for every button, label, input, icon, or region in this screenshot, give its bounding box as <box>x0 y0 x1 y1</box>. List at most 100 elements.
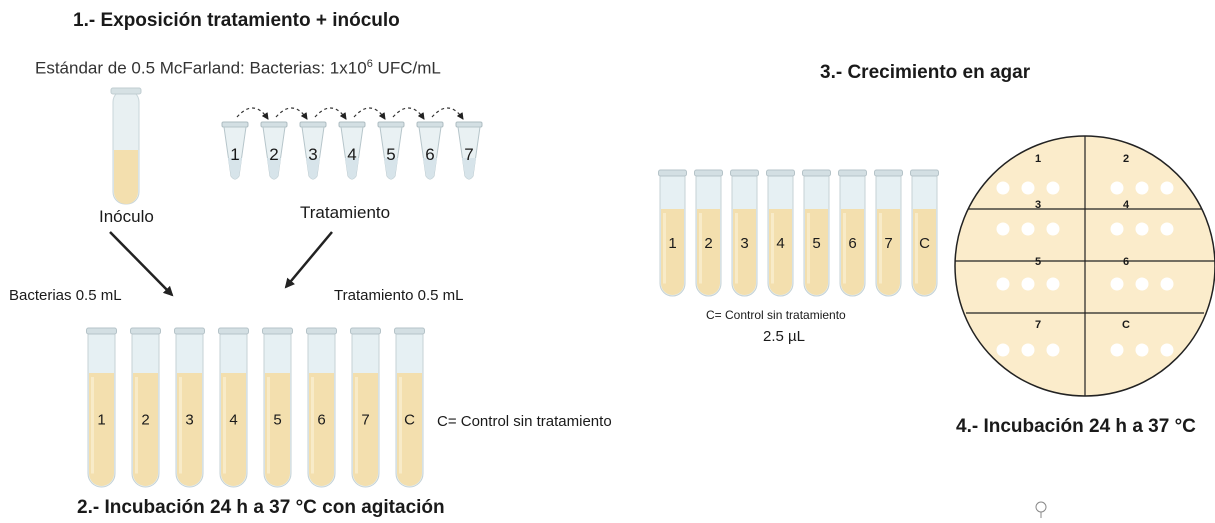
standard-prefix: Estándar de 0.5 McFarland: Bacterias: 1x… <box>35 58 367 78</box>
inoculation-spot <box>1046 222 1060 236</box>
step2-control-note: C= Control sin tratamiento <box>437 413 612 430</box>
step4-title: 4.- Incubación 24 h a 37 °C <box>956 416 1196 437</box>
tratamiento-label: Tratamiento <box>300 203 391 222</box>
dilution-arrow <box>314 107 347 120</box>
tube-label: 1 <box>97 411 105 428</box>
step3-tube-7: 7 <box>874 169 903 297</box>
step3-tube-4: 4 <box>766 169 795 297</box>
step2-tube-6: 6 <box>306 327 337 488</box>
eppendorf-tube-7: 7 <box>455 121 483 180</box>
inoculation-spot <box>1160 343 1174 357</box>
tube-label: 6 <box>848 235 856 252</box>
step2-tube-5: 5 <box>262 327 293 488</box>
step3-tube-1: 1 <box>658 169 687 297</box>
standard-exponent: 6 <box>366 58 373 70</box>
bacterias-volume: Bacterias 0.5 mL <box>9 287 122 304</box>
inoculation-spot <box>1110 222 1124 236</box>
eppendorf-label: 7 <box>464 145 473 164</box>
arrow-tratamiento <box>284 231 333 289</box>
dilution-arrow <box>236 107 269 120</box>
inoculation-spot <box>1110 343 1124 357</box>
inoculation-spot <box>1135 277 1149 291</box>
plate-section-label: C <box>1122 319 1130 331</box>
inoculation-spot <box>1021 181 1035 195</box>
inoculation-spot <box>1110 181 1124 195</box>
inoculation-spot <box>1110 277 1124 291</box>
plate-section-label: 5 <box>1035 256 1041 268</box>
plate-section-label: 3 <box>1035 199 1041 211</box>
inoculation-spot <box>1135 343 1149 357</box>
plate-section-label: 7 <box>1035 319 1041 331</box>
dilution-arrow <box>431 107 464 120</box>
plate-section-2: 2 <box>1110 153 1174 195</box>
tube-label: 7 <box>361 411 369 428</box>
eppendorf-tube-5: 5 <box>377 107 425 180</box>
inoculation-spot <box>996 181 1010 195</box>
plate-section-C: C <box>1110 319 1174 357</box>
step2-tube-C: C <box>394 327 425 488</box>
inoculo-tube <box>110 87 142 205</box>
step3-tube-C: C <box>910 169 939 297</box>
inoculation-spot <box>996 343 1010 357</box>
step1-title: 1.- Exposición tratamiento + inóculo <box>73 10 400 31</box>
tube-label: 3 <box>185 411 193 428</box>
tube-label: 4 <box>229 411 237 428</box>
inoculation-spot <box>1160 277 1174 291</box>
tube-label: C <box>404 411 415 428</box>
mcfarland-standard: Estándar de 0.5 McFarland: Bacterias: 1x… <box>35 58 441 79</box>
inoculation-spot <box>1160 181 1174 195</box>
eppendorf-tube-6: 6 <box>416 107 464 180</box>
step2-tubes: 1 2 3 4 5 6 7 C <box>86 327 425 488</box>
inoculation-spot <box>1046 277 1060 291</box>
dilution-arrow <box>392 107 425 120</box>
inoculation-spot <box>996 277 1010 291</box>
eppendorf-label: 3 <box>308 145 317 164</box>
step3-control-note: C= Control sin tratamiento <box>706 308 846 322</box>
inoculation-spot <box>1135 222 1149 236</box>
tube-label: 1 <box>668 235 676 252</box>
plate-section-7: 7 <box>996 319 1060 357</box>
step2-tube-4: 4 <box>218 327 249 488</box>
inoculation-spot <box>996 222 1010 236</box>
eppendorf-tube-4: 4 <box>338 107 386 180</box>
inoculo-label: Inóculo <box>99 207 154 226</box>
plate-section-label: 4 <box>1123 199 1130 211</box>
plate-section-label: 1 <box>1035 153 1041 165</box>
tube-label: 4 <box>776 235 784 252</box>
step3-title: 3.- Crecimiento en agar <box>820 62 1031 83</box>
tube-label: 3 <box>740 235 748 252</box>
step2-title: 2.- Incubación 24 h a 37 °C con agitació… <box>77 497 445 518</box>
eppendorf-tube-3: 3 <box>299 107 347 180</box>
step2-tube-2: 2 <box>130 327 161 488</box>
inoculation-spot <box>1021 277 1035 291</box>
step2-tube-7: 7 <box>350 327 381 488</box>
step3-tube-5: 5 <box>802 169 831 297</box>
tube-label: C <box>919 235 930 252</box>
eppendorf-tube-1: 1 <box>221 107 269 180</box>
step3-volume: 2.5 µL <box>763 328 806 345</box>
step3-tube-2: 2 <box>694 169 723 297</box>
step3-tube-6: 6 <box>838 169 867 297</box>
eppendorf-label: 5 <box>386 145 395 164</box>
dilution-arrow <box>353 107 386 120</box>
tube-label: 5 <box>273 411 281 428</box>
eppendorf-label: 4 <box>347 145 356 164</box>
eppendorf-label: 1 <box>230 145 239 164</box>
plate-section-4: 4 <box>1110 199 1174 236</box>
inoculation-spot <box>1046 343 1060 357</box>
inoculation-spot <box>1021 222 1035 236</box>
step3-tube-3: 3 <box>730 169 759 297</box>
standard-suffix: UFC/mL <box>372 58 441 78</box>
inoculation-spot <box>1160 222 1174 236</box>
tube-label: 2 <box>704 235 712 252</box>
inoculation-spot <box>1046 181 1060 195</box>
dilution-arrow <box>275 107 308 120</box>
inoculation-spot <box>1021 343 1035 357</box>
inoculation-spot <box>1135 181 1149 195</box>
tratamiento-volume: Tratamiento 0.5 mL <box>334 287 464 304</box>
arrow-inoculo <box>109 231 174 297</box>
